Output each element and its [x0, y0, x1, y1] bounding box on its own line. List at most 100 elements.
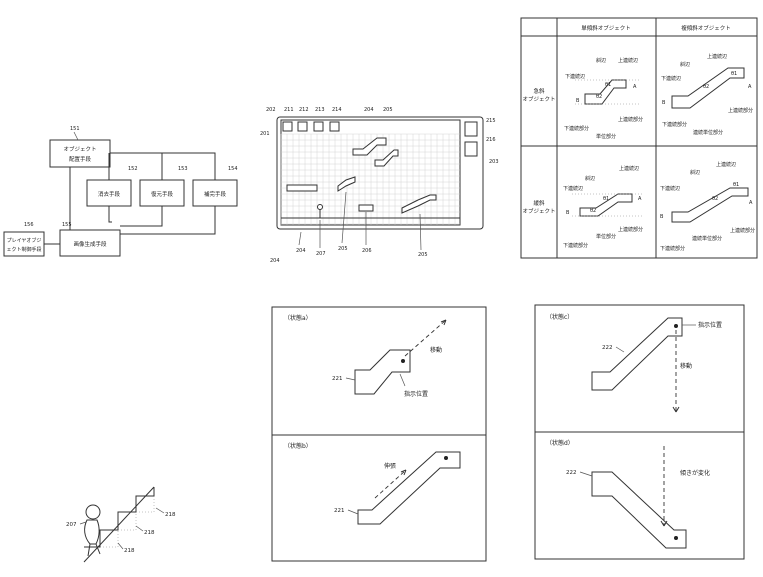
- ref-155: 155: [62, 222, 72, 228]
- c3-lower-part: 下連続部分: [563, 242, 588, 249]
- state-c-label: （状態c）: [546, 313, 573, 321]
- object-221-state-b: [357, 451, 461, 525]
- c2-upper-part: 上連続部分: [728, 107, 753, 114]
- ref-205-bottom: 205: [338, 246, 348, 252]
- table-frame: [520, 17, 758, 259]
- table-col-single: 単傾斜オブジェクト: [581, 24, 631, 32]
- block-image-generation-label: 画像生成手段: [73, 240, 107, 248]
- ref-211: 211: [284, 107, 294, 113]
- move-label-a: 移動: [430, 346, 442, 354]
- toolbar-icon-214: [329, 121, 340, 132]
- move-label-c: 移動: [680, 362, 692, 370]
- tilt-change-label: 傾きが変化: [680, 469, 710, 477]
- ref-151: 151: [70, 126, 80, 132]
- ref-218-top: 218: [165, 512, 176, 518]
- c1-lower-part: 下連続部分: [564, 125, 589, 132]
- ref-152: 152: [128, 166, 138, 172]
- flat-object-left: [286, 184, 318, 192]
- c4-upper-edge: 上連続辺: [716, 161, 736, 168]
- block-object-placement-label-1: オブジェクト: [63, 145, 96, 153]
- block-complement-label: 補完手段: [204, 190, 227, 198]
- c1-lower-edge: 下連続辺: [565, 73, 585, 80]
- game-screen-diagram: 202 211 212 213 214 204 205 201 215 216 …: [260, 107, 499, 264]
- c3-lower-edge: 下連続辺: [563, 185, 583, 192]
- player-character-small: [317, 204, 323, 210]
- toolbar-icon-212: [297, 121, 308, 132]
- player-head: [85, 504, 101, 520]
- ref-154: 154: [228, 166, 238, 172]
- steep-multi-shape: [671, 67, 745, 109]
- slope-object-right: [374, 149, 399, 167]
- state-d-label: （状態d）: [546, 439, 574, 447]
- c4-upper-part: 上連続部分: [730, 227, 755, 234]
- player-steps-diagram: 207 218 218 218: [66, 486, 176, 563]
- ref-212: 212: [299, 107, 309, 113]
- ref-207: 207: [316, 251, 326, 257]
- states-ab-diagram: （状態a） （状態b） 移動 指示位置 221 伸張 221: [271, 306, 487, 562]
- c1-upper-part: 上連続部分: [618, 116, 643, 123]
- c4-slope: 斜辺: [690, 169, 700, 176]
- ref-222-d: 222: [566, 470, 577, 476]
- gentle-multi-shape: [671, 187, 749, 223]
- slope-object-top: [352, 137, 387, 156]
- ref-204-top: 204: [364, 107, 374, 113]
- ref-204-bottom: 204: [296, 248, 306, 254]
- ref-216: 216: [486, 137, 496, 143]
- ref-204-bottom-left: 204: [270, 258, 280, 264]
- c1-point-b: B: [576, 98, 580, 104]
- block-erase: [86, 179, 132, 207]
- c2-lower-edge: 下連続辺: [661, 75, 681, 82]
- c2-cont-unit-part: 連続単位部分: [693, 129, 723, 136]
- block-object-206: [358, 204, 374, 212]
- c1-upper-edge: 上連続辺: [618, 57, 638, 64]
- block-player-control: [3, 231, 45, 257]
- ref-156: 156: [24, 222, 34, 228]
- c3-theta1: θ1: [603, 196, 609, 202]
- state-b-label: （状態b）: [284, 442, 312, 450]
- pointed-pos-label-c: 指示位置: [698, 321, 722, 329]
- screen-frame: [276, 116, 484, 230]
- ref-215: 215: [486, 118, 496, 124]
- c2-theta2: θ2: [703, 84, 709, 90]
- ref-214: 214: [332, 107, 342, 113]
- c3-upper-edge: 上連続辺: [619, 165, 639, 172]
- c4-point-a: A: [749, 200, 753, 206]
- c4-theta1: θ1: [733, 182, 739, 188]
- block-complement: [192, 179, 238, 207]
- staircase-steps: [84, 487, 155, 548]
- ref-202: 202: [266, 107, 276, 113]
- pointed-pos-label-a: 指示位置: [404, 390, 428, 398]
- object-222-state-c: [591, 317, 683, 391]
- ref-222-c: 222: [602, 345, 613, 351]
- block-image-generation: [59, 229, 121, 257]
- gentle-single-shape: [579, 193, 633, 217]
- c1-theta1: θ1: [605, 82, 611, 88]
- slope-object-table: 単傾斜オブジェクト 複傾斜オブジェクト 急斜 オブジェクト 緩斜 オブジェクト …: [520, 17, 758, 259]
- ref-213: 213: [315, 107, 325, 113]
- ref-203: 203: [489, 159, 499, 165]
- ref-201: 201: [260, 131, 270, 137]
- c2-theta1: θ1: [731, 71, 737, 77]
- c4-point-b: B: [660, 214, 664, 220]
- block-diagram: オブジェクト 配置手段 151 消去手段 152 復元手段 153 補完手段 1…: [3, 126, 238, 257]
- states-cd-diagram: （状態c） （状態d） 指示位置 移動 222 傾きが変化 222: [534, 304, 745, 560]
- states-ab-frame: [271, 306, 487, 562]
- ref-221-a: 221: [332, 376, 343, 382]
- menu-icon-215: [464, 121, 478, 137]
- c3-upper-part: 上連続部分: [618, 226, 643, 233]
- table-row-steep-1: 急斜: [533, 87, 545, 95]
- object-222-state-d: [591, 471, 687, 549]
- pointed-position-dot-c: [674, 324, 678, 328]
- c3-unit-part: 単位部分: [596, 233, 616, 240]
- block-object-placement-label-2: 配置手段: [69, 155, 92, 163]
- block-erase-label: 消去手段: [98, 190, 121, 198]
- extend-label: 伸張: [384, 462, 396, 470]
- c4-lower-part: 下連続部分: [660, 245, 685, 252]
- c3-point-b: B: [566, 210, 570, 216]
- c2-upper-edge: 上連続辺: [707, 53, 727, 60]
- c2-lower-part: 下連続部分: [662, 121, 687, 128]
- pointed-position-dot-a: [401, 359, 405, 363]
- c2-point-b: B: [662, 100, 666, 106]
- c3-theta2: θ2: [590, 208, 596, 214]
